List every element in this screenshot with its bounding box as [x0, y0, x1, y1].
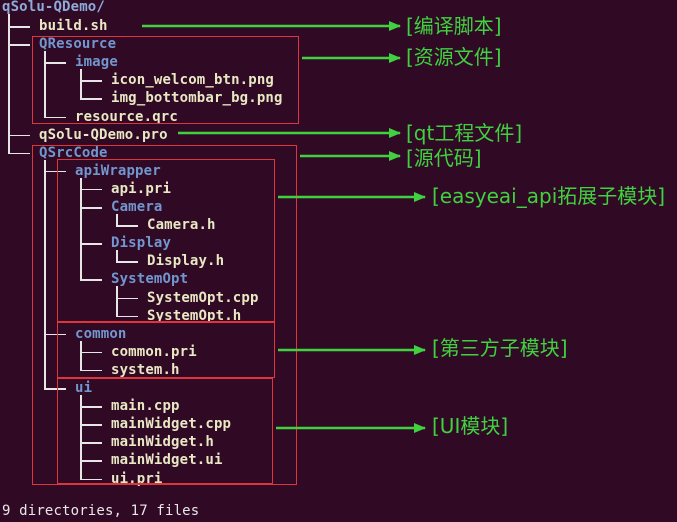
tree-file-display-h: Display.h [147, 253, 225, 270]
tree-branch-connector [80, 406, 102, 408]
tree-branch-connector [44, 116, 66, 118]
tree-trunk-connector [80, 395, 82, 480]
tree-file-mainwidget-cpp: mainWidget.cpp [111, 416, 232, 433]
tree-branch-connector [80, 98, 102, 100]
label-third-party-module: [第三方子模块] [432, 336, 568, 360]
label-ui-module: [UI模块] [432, 414, 509, 438]
tree-file-img-bottombar-bg-png: img_bottombar_bg.png [111, 90, 283, 107]
tree-file-icon-welcom-btn-png: icon_welcom_btn.png [111, 72, 274, 89]
tree-branch-connector [80, 442, 102, 444]
tree-branch-connector [44, 62, 66, 64]
tree-branch-connector [8, 134, 30, 137]
qresource-highlight-box [32, 36, 299, 124]
qsrccode-highlight-box [32, 145, 297, 485]
tree-trunk-connector [116, 214, 118, 227]
tree-branch-connector [116, 315, 138, 318]
label-resource-files: [资源文件] [406, 45, 502, 69]
tree-dir-image: image [75, 54, 118, 71]
ui-highlight-box [57, 378, 273, 484]
tree-file-common-pri: common.pri [111, 343, 197, 360]
tree-trunk-connector [44, 159, 46, 389]
tree-file-camera-h: Camera.h [147, 217, 216, 234]
tree-trunk-connector [8, 14, 10, 154]
tree-file-main-cpp: main.cpp [111, 398, 180, 415]
tree-file-system-h: system.h [111, 361, 180, 378]
apiwrapper-highlight-box [57, 159, 275, 322]
tree-file-systemopt-h: SystemOpt.h [147, 307, 242, 324]
label-source-code: [源代码] [406, 146, 482, 170]
tree-dir-camera: Camera [111, 199, 163, 215]
tree-branch-connector [8, 152, 30, 155]
tree-file-resource-qrc: resource.qrc [75, 108, 178, 125]
tree-root: qSolu-QDemo/ [2, 0, 105, 15]
tree-dir-common: common [75, 325, 127, 342]
tree-file-mainwidget-h: mainWidget.h [111, 434, 214, 451]
tree-summary: 9 directories, 17 files [2, 503, 200, 519]
common-highlight-box [57, 322, 275, 378]
tree-branch-connector [80, 188, 102, 191]
tree-branch-connector [80, 207, 102, 209]
tree-branch-connector [8, 44, 30, 46]
tree-dir-ui: ui [75, 380, 93, 396]
tree-trunk-connector [116, 286, 118, 317]
tree-branch-connector [8, 26, 30, 28]
tree-file-qsolu-qdemo-pro: qSolu-QDemo.pro [39, 126, 168, 143]
tree-dir-qresource: QResource [39, 36, 117, 53]
tree-branch-connector [116, 225, 138, 227]
tree-trunk-connector [80, 177, 82, 281]
tree-file-mainwidget-ui: mainWidget.ui [111, 452, 223, 469]
tree-file-ui-pri: ui.pri [111, 470, 163, 487]
tree-file-build-sh: build.sh [39, 18, 108, 34]
tree-branch-connector [44, 333, 66, 336]
tree-branch-connector [80, 243, 102, 245]
tree-trunk-connector [80, 340, 82, 371]
tree-branch-connector [80, 351, 102, 354]
label-api-module: [easyeai_api拓展子模块] [432, 184, 666, 208]
tree-file-api-pri: api.pri [111, 180, 172, 197]
tree-dir-display: Display [111, 235, 172, 252]
tree-dir-systemopt: SystemOpt [111, 271, 189, 288]
tree-trunk-connector [116, 250, 118, 263]
tree-branch-connector [44, 170, 66, 173]
label-build-script: [编译脚本] [406, 14, 502, 38]
tree-dir-apiwrapper: apiWrapper [75, 162, 161, 179]
tree-branch-connector [116, 261, 138, 263]
tree-dir-qsrccode: QSrcCode [39, 144, 108, 161]
tree-branch-connector [80, 279, 102, 281]
tree-branch-connector [80, 424, 102, 426]
label-qt-project-file: [qt工程文件] [406, 121, 523, 145]
tree-branch-connector [80, 369, 102, 372]
tree-branch-connector [116, 297, 138, 299]
tree-branch-connector [44, 388, 66, 390]
tree-trunk-connector [80, 69, 82, 100]
tree-branch-connector [80, 80, 102, 82]
tree-branch-connector [80, 478, 102, 480]
tree-trunk-connector [44, 51, 46, 118]
tree-file-systemopt-cpp: SystemOpt.cpp [147, 289, 259, 306]
tree-branch-connector [80, 460, 102, 462]
